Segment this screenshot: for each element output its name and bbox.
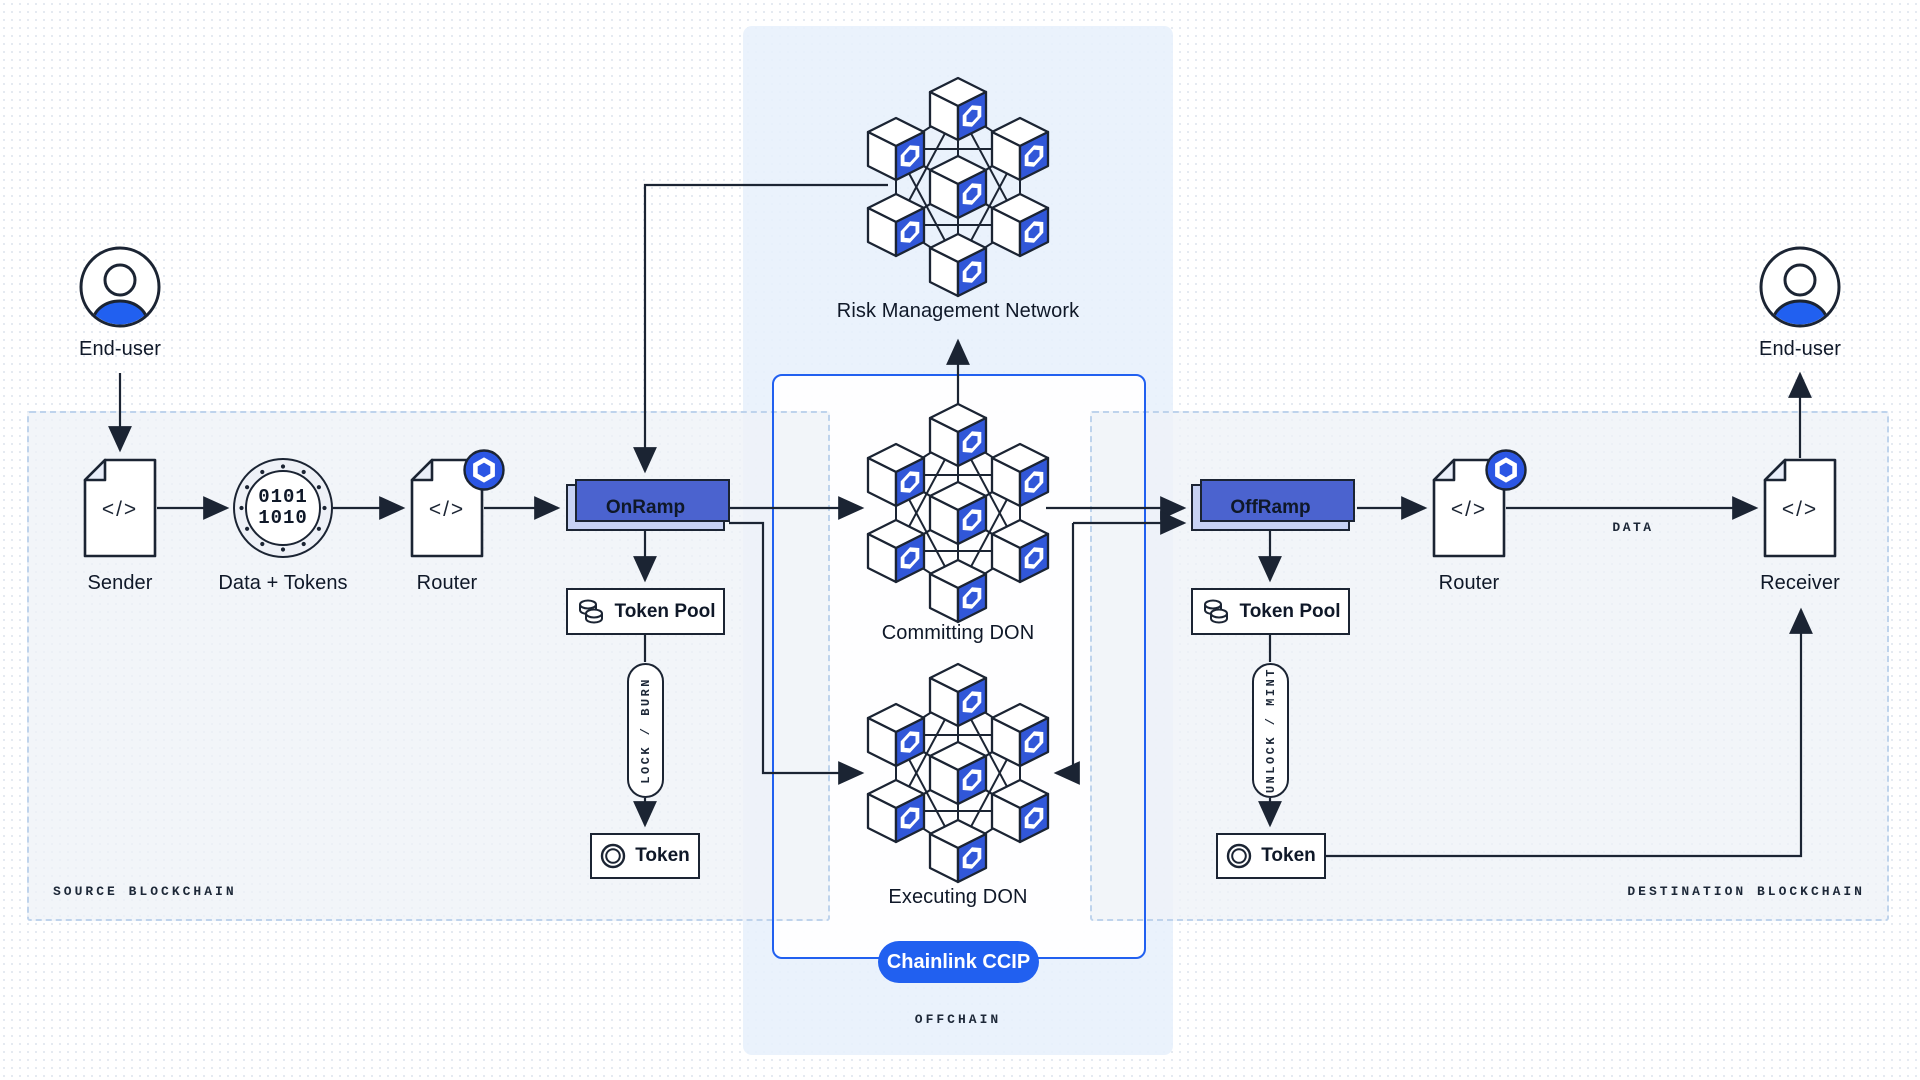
end-user-icon-destination (1758, 245, 1842, 329)
end-user-icon-source (78, 245, 162, 329)
token-pool-box-destination: Token Pool (1191, 588, 1350, 635)
chainlink-ccip-badge: Chainlink CCIP (878, 941, 1039, 983)
token-label-source: Token (635, 845, 690, 866)
sender-label: Sender (87, 572, 153, 594)
risk-management-network-icon (868, 78, 1048, 296)
lock-burn-pill: LOCK / BURN (627, 663, 664, 798)
token-box-source: Token (590, 833, 700, 879)
chainlink-ccip-label: Chainlink CCIP (886, 950, 1031, 973)
svg-text:</>: </> (1782, 498, 1818, 521)
lock-burn-label: LOCK / BURN (638, 677, 653, 784)
chainlink-badge-icon (1485, 449, 1527, 491)
destination-blockchain-label: DESTINATION BLOCKCHAIN (1627, 884, 1865, 899)
risk-management-network-label: Risk Management Network (836, 300, 1080, 322)
router-label-destination: Router (1438, 572, 1500, 594)
committing-don-icon (868, 404, 1048, 622)
offramp-box: OffRamp (1191, 484, 1350, 531)
offramp-label: OffRamp (1230, 496, 1311, 518)
token-icon (601, 843, 626, 869)
svg-text:</>: </> (1451, 498, 1487, 521)
executing-don-label: Executing DON (888, 886, 1028, 908)
token-pool-box-source: Token Pool (566, 588, 725, 635)
coin-center: 0101 1010 (245, 470, 321, 546)
end-user-label-source: End-user (79, 338, 161, 360)
data-tokens-icon: 0101 1010 (233, 458, 333, 558)
offchain-label: OFFCHAIN (914, 1012, 1002, 1027)
executing-don-icon (868, 664, 1048, 882)
token-box-destination: Token (1216, 833, 1326, 879)
token-pool-label-source: Token Pool (614, 600, 716, 622)
edge-token-to-receiver (1326, 607, 1813, 858)
svg-text:</>: </> (429, 498, 465, 521)
coins-icon (1203, 599, 1228, 623)
receiver-doc-icon: </> (1763, 458, 1837, 563)
router-label-source: Router (416, 572, 478, 594)
chainlink-badge-icon (463, 449, 505, 491)
onramp-label: OnRamp (605, 496, 686, 518)
token-pool-label-destination: Token Pool (1239, 600, 1341, 622)
committing-don-label: Committing DON (881, 622, 1035, 644)
coins-icon (578, 599, 603, 623)
sender-doc-icon: </> (83, 458, 157, 563)
edge-rmn-to-onramp (633, 183, 888, 474)
code-glyph: </> (102, 498, 138, 521)
binary-line-1: 0101 (258, 485, 308, 508)
onramp-box: OnRamp (566, 484, 725, 531)
unlock-mint-label: UNLOCK / MINT (1263, 667, 1278, 794)
token-label-destination: Token (1261, 845, 1316, 866)
token-icon (1227, 843, 1252, 869)
source-blockchain-label: SOURCE BLOCKCHAIN (53, 884, 237, 899)
edge-onramp-to-executing (729, 521, 865, 785)
binary-line-2: 1010 (258, 507, 308, 529)
data-tokens-label: Data + Tokens (218, 572, 348, 594)
edge-junction-to-executing (1053, 523, 1080, 785)
end-user-label-destination: End-user (1759, 338, 1841, 360)
unlock-mint-pill: UNLOCK / MINT (1252, 663, 1289, 798)
data-edge-label: DATA (1612, 520, 1654, 535)
receiver-label: Receiver (1760, 572, 1840, 594)
